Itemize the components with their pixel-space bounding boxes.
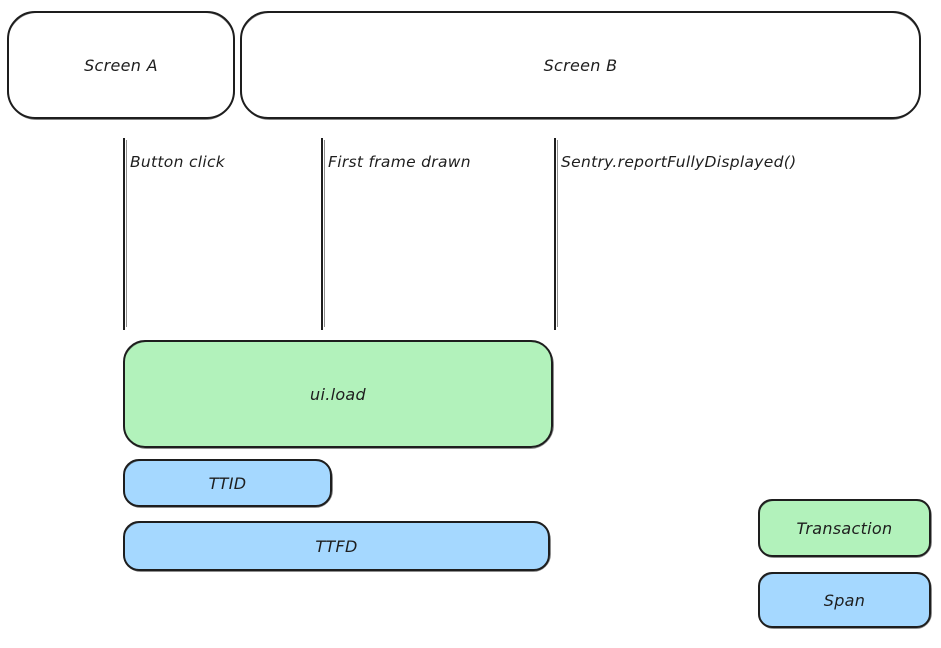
screen-box-a-label: Screen A xyxy=(84,55,158,75)
marker-line-report-fully-displayed xyxy=(554,138,558,330)
marker-label-first-frame-drawn: First frame drawn xyxy=(328,153,471,171)
bar-ui-load-label: ui.load xyxy=(310,384,366,404)
marker-label-report-fully-displayed: Sentry.reportFullyDisplayed() xyxy=(561,153,797,171)
marker-line-button-click xyxy=(123,138,127,330)
legend-item-transaction[interactable]: Transaction xyxy=(758,499,932,558)
bar-ttfd-label: TTFD xyxy=(315,536,358,556)
marker-line-first-frame-drawn xyxy=(321,138,325,330)
bar-ttid[interactable]: TTID xyxy=(123,459,333,508)
screen-box-a[interactable]: Screen A xyxy=(7,11,235,120)
bar-ttid-label: TTID xyxy=(208,473,247,493)
bar-ttfd[interactable]: TTFD xyxy=(123,521,551,572)
bar-ui-load[interactable]: ui.load xyxy=(123,340,554,449)
legend-item-transaction-label: Transaction xyxy=(796,518,893,538)
legend-item-span-label: Span xyxy=(823,590,866,610)
marker-label-button-click: Button click xyxy=(130,153,226,171)
legend-item-span[interactable]: Span xyxy=(758,572,932,629)
screen-box-b-label: Screen B xyxy=(543,55,618,75)
screen-box-b[interactable]: Screen B xyxy=(240,11,921,120)
